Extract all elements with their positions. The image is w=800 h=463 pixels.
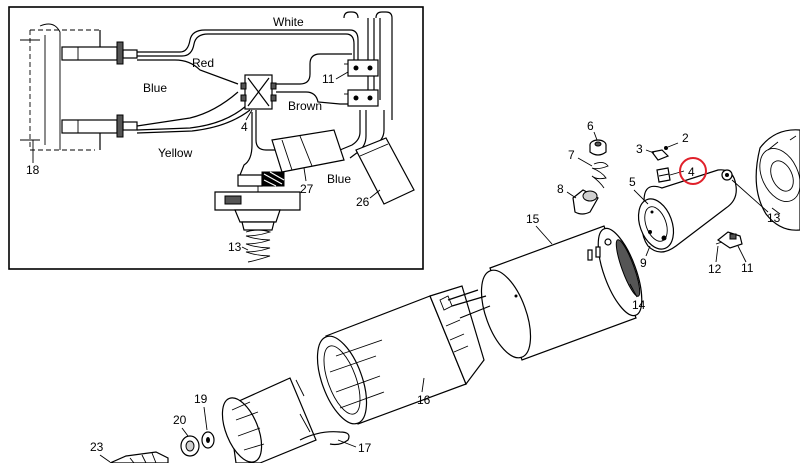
part-label-17: 17 [358, 441, 372, 455]
part-label-9: 9 [640, 256, 647, 270]
inset-labels: White Red Blue Brown Yellow Blue 18 4 11… [26, 15, 381, 254]
part-label-5: 5 [629, 175, 636, 189]
terminal-strip [344, 59, 379, 107]
part-3-clip [650, 149, 670, 161]
part-15-stator-shell [480, 225, 652, 361]
part-6-cap [589, 139, 607, 156]
part-17-end-housing [221, 377, 350, 463]
inset-part-18: 18 [26, 163, 40, 177]
exploded-view [109, 129, 800, 463]
part-19-washer [201, 431, 215, 449]
part-label-7: 7 [568, 148, 575, 162]
highlight-circle [679, 157, 707, 185]
part-label-12: 12 [708, 262, 722, 276]
wire-harness [136, 11, 393, 176]
part-16-rotor [316, 285, 491, 425]
inset-part-27: 27 [300, 182, 314, 196]
part-label-16: 16 [417, 393, 431, 407]
part-11-bracket [715, 231, 743, 249]
inset-part-11: 11 [322, 72, 335, 86]
part-label-11: 11 [741, 261, 754, 275]
inset-part-4: 4 [241, 120, 248, 134]
pressure-switch [214, 171, 301, 263]
wire-label-red: Red [192, 56, 214, 70]
capacitor-27 [271, 129, 345, 173]
part-label-6: 6 [587, 119, 594, 133]
part-7-spring [591, 161, 609, 189]
inset-part-13: 13 [228, 240, 242, 254]
part-5-end-bell [637, 169, 737, 253]
part-8-piston [572, 189, 599, 215]
upper-contact [61, 30, 138, 65]
part-label-13: 13 [767, 211, 781, 225]
wiring-inset [8, 6, 424, 270]
wire-label-brown: Brown [288, 99, 322, 113]
inset-housing [20, 23, 100, 151]
inset-part-26: 26 [356, 195, 370, 209]
part-label-15: 15 [526, 212, 540, 226]
part-2-screw [664, 142, 679, 150]
pump-housing [755, 129, 800, 231]
inset-frame [8, 6, 424, 270]
part-13-nut [721, 169, 733, 181]
relay-26 [355, 137, 415, 205]
part-label-14: 14 [632, 298, 646, 312]
part-label-8: 8 [557, 182, 564, 196]
part-20-bearing [180, 435, 200, 457]
part-4-terminal [656, 167, 671, 183]
part-label-19: 19 [194, 392, 208, 406]
wire-label-yellow: Yellow [158, 146, 193, 160]
wire-label-white: White [273, 15, 304, 29]
terminal-block [240, 74, 277, 110]
wire-label-blue-lower: Blue [327, 172, 351, 186]
lower-contact [61, 114, 138, 150]
main-labels: 2 3 4 5 6 7 8 9 11 12 13 14 15 16 17 19 … [90, 119, 781, 463]
part-label-4: 4 [688, 165, 695, 179]
part-label-3: 3 [636, 142, 643, 156]
part-label-2: 2 [682, 131, 689, 145]
wire-label-blue: Blue [143, 81, 167, 95]
part-label-23: 23 [90, 440, 104, 454]
part-label-20: 20 [173, 413, 187, 427]
part-23-shaft [109, 451, 169, 463]
